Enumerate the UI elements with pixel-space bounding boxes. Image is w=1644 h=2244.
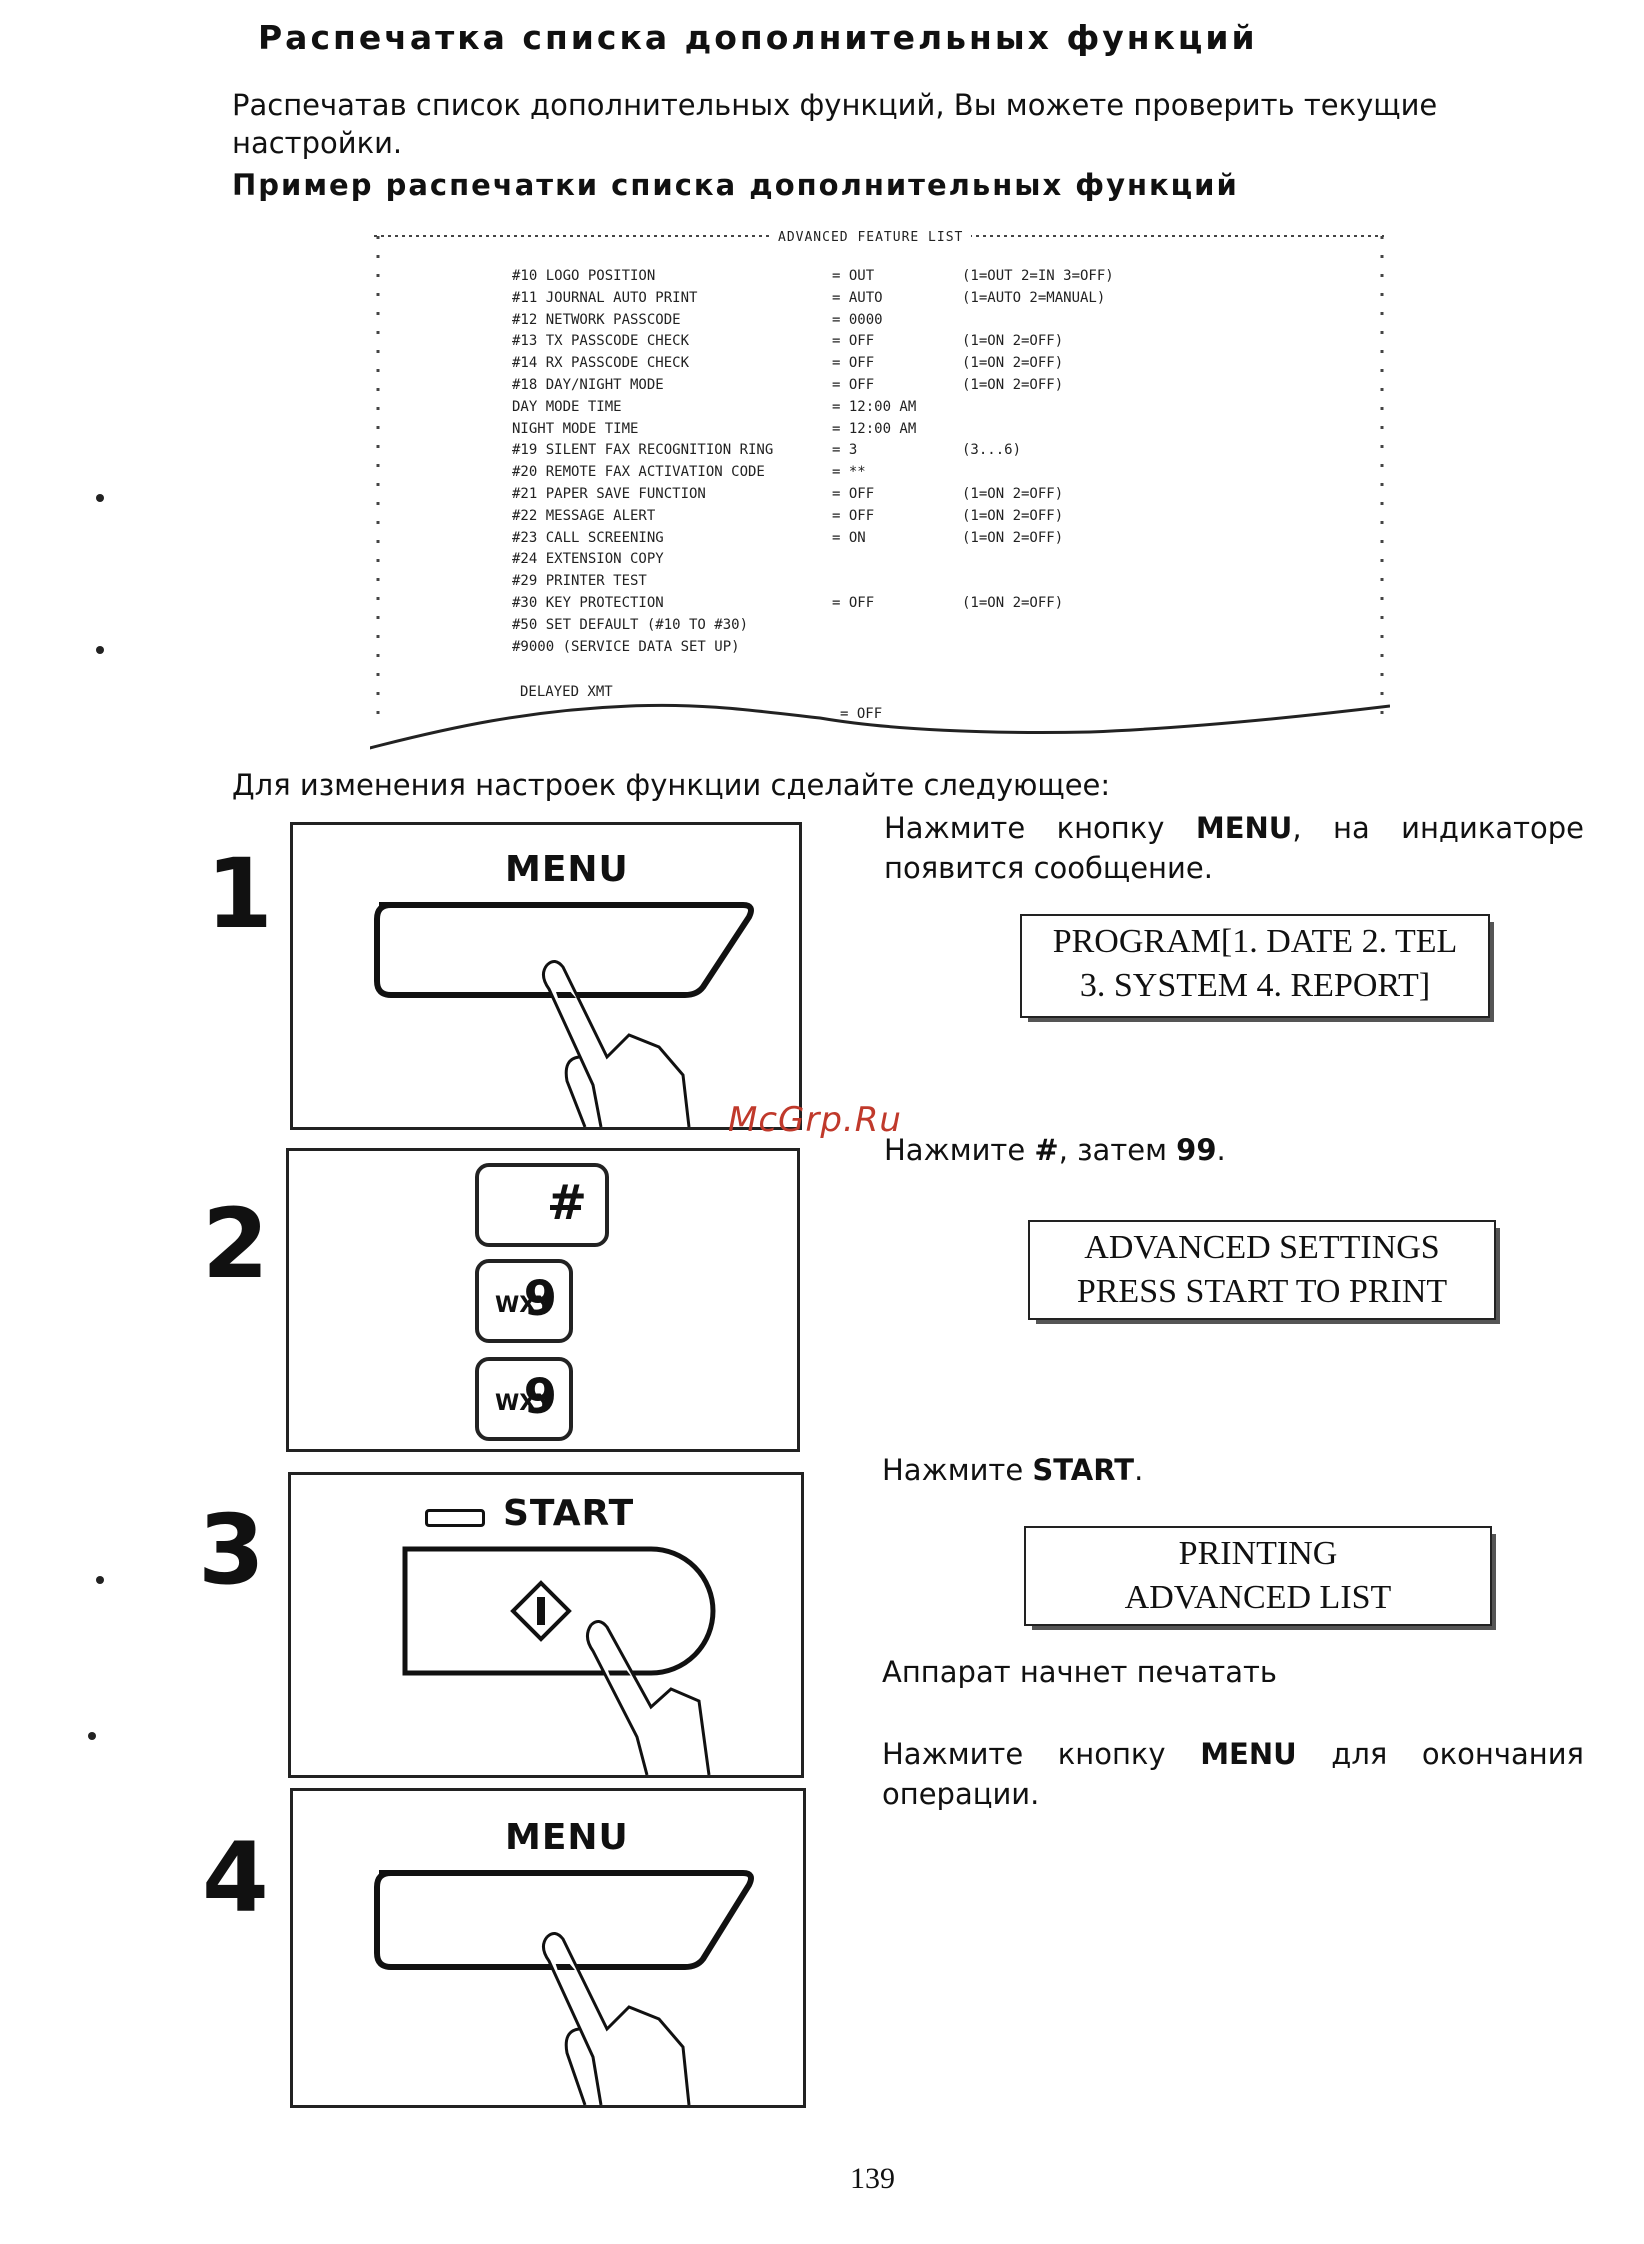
printout-cell: #29 PRINTER TEST: [512, 573, 647, 590]
step4-description: Нажмите кнопку MENU для окончания: [882, 1737, 1584, 1771]
hash-key-label: #: [546, 1175, 587, 1231]
printout-cell: #24 EXTENSION COPY: [512, 551, 664, 568]
printout-cell: (1=ON 2=OFF): [962, 355, 1064, 372]
example-subtitle: Пример распечатки списка дополнительных …: [232, 168, 1239, 202]
start-button-illustration: [402, 1546, 716, 1775]
menu-button-label-2: MENU: [505, 1817, 629, 1858]
printout-cell: (1=ON 2=OFF): [962, 376, 1064, 393]
printout-cell: = ON: [832, 529, 866, 546]
printout-cell: #50 SET DEFAULT (#10 TO #30): [512, 616, 749, 633]
step1-display: PROGRAM[1. DATE 2. TEL 3. SYSTEM 4. REPO…: [1020, 914, 1494, 1022]
printout-cell: NIGHT MODE TIME: [512, 420, 639, 437]
step1-description: Нажмите кнопку MENU, на индикаторе: [884, 811, 1585, 845]
instruction-text: Для изменения настроек функции сделайте …: [232, 768, 1111, 802]
step2-description: Нажмите #, затем 99.: [884, 1133, 1226, 1167]
printout-cell: = OFF: [832, 333, 875, 350]
printout-cell: #21 PAPER SAVE FUNCTION: [512, 485, 706, 502]
scan-mark: [88, 1732, 96, 1740]
printout-cell: (1=OUT 2=IN 3=OFF): [962, 268, 1114, 284]
printout-footer-value: = OFF: [840, 706, 883, 722]
step1-description-line2: появится сообщение.: [884, 851, 1213, 885]
printout-cell: = 12:00 AM: [832, 420, 917, 437]
printout-cell: (1=ON 2=OFF): [962, 333, 1064, 350]
printout-cell: #12 NETWORK PASSCODE: [512, 311, 681, 328]
printout-cell: (1=ON 2=OFF): [962, 529, 1064, 546]
printout-cell: (1=ON 2=OFF): [962, 485, 1064, 502]
start-indicator-icon: [425, 1509, 485, 1527]
intro-paragraph: Распечатав список дополнительных функций…: [232, 88, 1438, 160]
printout-cell: = AUTO: [832, 289, 883, 306]
menu-word-2: MENU: [1200, 1737, 1297, 1771]
hash-key: #: [475, 1163, 609, 1247]
printout-cell: #10 LOGO POSITION: [512, 268, 656, 284]
step-number-3: 3: [198, 1494, 265, 1606]
watermark: McGrp.Ru: [728, 1100, 902, 1140]
scan-mark: [96, 646, 104, 654]
step-number-1: 1: [206, 838, 273, 950]
printout-cell: DAY MODE TIME: [512, 398, 622, 415]
step-number-4: 4: [202, 1822, 269, 1934]
step1-panel: MENU: [290, 822, 802, 1130]
printout-cell: (1=AUTO 2=MANUAL): [962, 289, 1106, 306]
printout-cell: #19 SILENT FAX RECOGNITION RING: [512, 442, 774, 459]
printout-cell: #30 KEY PROTECTION: [512, 594, 664, 611]
start-button-label: START: [503, 1493, 635, 1534]
printout-cell: #11 JOURNAL AUTO PRINT: [512, 289, 698, 306]
printout-cell: = **: [832, 464, 866, 481]
printout-cell: = OFF: [832, 376, 875, 393]
printout-cell: = 12:00 AM: [832, 398, 917, 415]
printout-sample: ADVANCED FEATURE LIST #10 LOGO POSITION =…: [370, 222, 1390, 762]
step4-description-line2: операции.: [882, 1777, 1040, 1811]
step3-description: Нажмите START.: [882, 1453, 1144, 1487]
step2-display: ADVANCED SETTINGS PRESS START TO PRINT: [1028, 1220, 1500, 1324]
printout-cell: (3...6): [962, 442, 1022, 459]
printout-header: ADVANCED FEATURE LIST: [770, 230, 972, 245]
page-number: 139: [850, 2162, 895, 2195]
printout-cell: #20 REMOTE FAX ACTIVATION CODE: [512, 464, 765, 481]
printout-cell: #22 MESSAGE ALERT: [512, 507, 656, 524]
printout-cell: = 3: [832, 442, 858, 459]
printout-cell: #13 TX PASSCODE CHECK: [512, 333, 690, 350]
menu-button-label: MENU: [505, 849, 629, 890]
printout-cell: = OFF: [832, 485, 875, 502]
step-number-2: 2: [202, 1188, 269, 1300]
step4-panel: MENU: [290, 1788, 806, 2108]
printout-cell: #23 CALL SCREENING: [512, 529, 664, 546]
printout-cell: = 0000: [832, 311, 883, 328]
wxy9-key-1: WXY 9: [475, 1259, 573, 1343]
printout-cell: #18 DAY/NIGHT MODE: [512, 376, 664, 393]
wxy9-key-2: WXY 9: [475, 1357, 573, 1441]
menu-button-illustration-2: [374, 1870, 754, 2105]
printout-cell: (1=ON 2=OFF): [962, 507, 1064, 524]
start-word: START: [1032, 1453, 1135, 1487]
printout-cell: = OUT: [832, 268, 875, 284]
menu-word: MENU: [1195, 811, 1293, 845]
page-title: Распечатка списка дополнительных функций: [258, 18, 1258, 57]
scan-mark: [96, 494, 104, 502]
menu-button-illustration: [374, 902, 754, 1127]
step2-panel: # WXY 9 WXY 9: [286, 1148, 800, 1452]
step3-after-text: Аппарат начнет печатать: [882, 1655, 1277, 1689]
step3-panel: START: [288, 1472, 804, 1778]
printout-cell: #14 RX PASSCODE CHECK: [512, 355, 690, 372]
printout-footer-label: DELAYED XMT: [520, 684, 613, 700]
printout-cell: (1=ON 2=OFF): [962, 594, 1064, 611]
printout-cell: = OFF: [832, 507, 875, 524]
scan-mark: [96, 1576, 104, 1584]
step3-display: PRINTING ADVANCED LIST: [1024, 1526, 1496, 1630]
printout-cell: = OFF: [832, 594, 875, 611]
printout-cell: #9000 (SERVICE DATA SET UP): [512, 638, 740, 655]
printout-cell: = OFF: [832, 355, 875, 372]
